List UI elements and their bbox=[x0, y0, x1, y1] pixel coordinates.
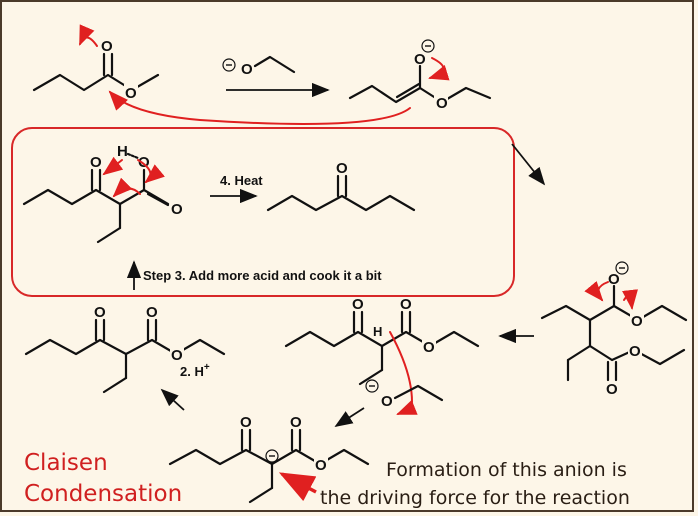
beta-keto-ester-h: O O O H bbox=[284, 296, 480, 415]
atom-o: O bbox=[171, 347, 183, 364]
stabilized-anion: O O O bbox=[168, 414, 370, 504]
atom-o: O bbox=[101, 38, 113, 55]
step3-4-box bbox=[11, 127, 515, 297]
atom-o: O bbox=[608, 271, 620, 288]
atom-o: O bbox=[400, 296, 412, 313]
ethoxide-bottom: O bbox=[334, 379, 444, 427]
atom-o: O bbox=[290, 414, 302, 431]
ethoxide-reagent: O bbox=[222, 55, 330, 98]
atom-o: O bbox=[125, 85, 137, 102]
atom-o: O bbox=[90, 154, 102, 171]
atom-o: O bbox=[352, 296, 364, 313]
atom-o: O bbox=[94, 304, 106, 321]
heptanone-product: O bbox=[266, 160, 416, 212]
ethyl-butanoate: O O bbox=[32, 24, 160, 102]
atom-o: O bbox=[631, 313, 643, 330]
step3: Step 3. Add more acid and cook it a bit bbox=[126, 260, 382, 290]
step2: 2. H+ bbox=[160, 362, 210, 411]
enolate: O O bbox=[108, 39, 492, 125]
note-line2: the driving force for the reaction bbox=[320, 487, 630, 509]
atom-o: O bbox=[171, 201, 183, 218]
step4-label: 4. Heat bbox=[220, 173, 263, 188]
note-line1: Formation of this anion is bbox=[386, 459, 627, 481]
atom-o: O bbox=[423, 339, 435, 356]
atom-o: O bbox=[381, 393, 393, 410]
atom-o: O bbox=[629, 343, 641, 360]
heat-step: 4. Heat bbox=[210, 173, 263, 204]
atom-o: O bbox=[146, 304, 158, 321]
anion-pointer-arrow bbox=[278, 472, 317, 502]
atom-o: O bbox=[436, 95, 448, 112]
atom-o: O bbox=[240, 414, 252, 431]
atom-o: O bbox=[336, 160, 348, 177]
beta-keto-ester-product: O O O bbox=[24, 304, 226, 394]
atom-o: O bbox=[606, 381, 618, 398]
step3-label: Step 3. Add more acid and cook it a bit bbox=[143, 268, 382, 283]
step2-label: 2. H+ bbox=[180, 362, 210, 379]
title-line2: Condensation bbox=[24, 481, 182, 507]
beta-keto-acid: O O O H bbox=[22, 143, 183, 244]
tetrahedral-intermediate: O O O O bbox=[540, 261, 688, 398]
atom-h: H bbox=[117, 143, 128, 160]
atom-o: O bbox=[315, 457, 327, 474]
atom-o: O bbox=[241, 61, 253, 78]
title-line1: Claisen bbox=[24, 450, 108, 476]
atom-h: H bbox=[373, 324, 382, 339]
atom-o: O bbox=[414, 51, 426, 68]
